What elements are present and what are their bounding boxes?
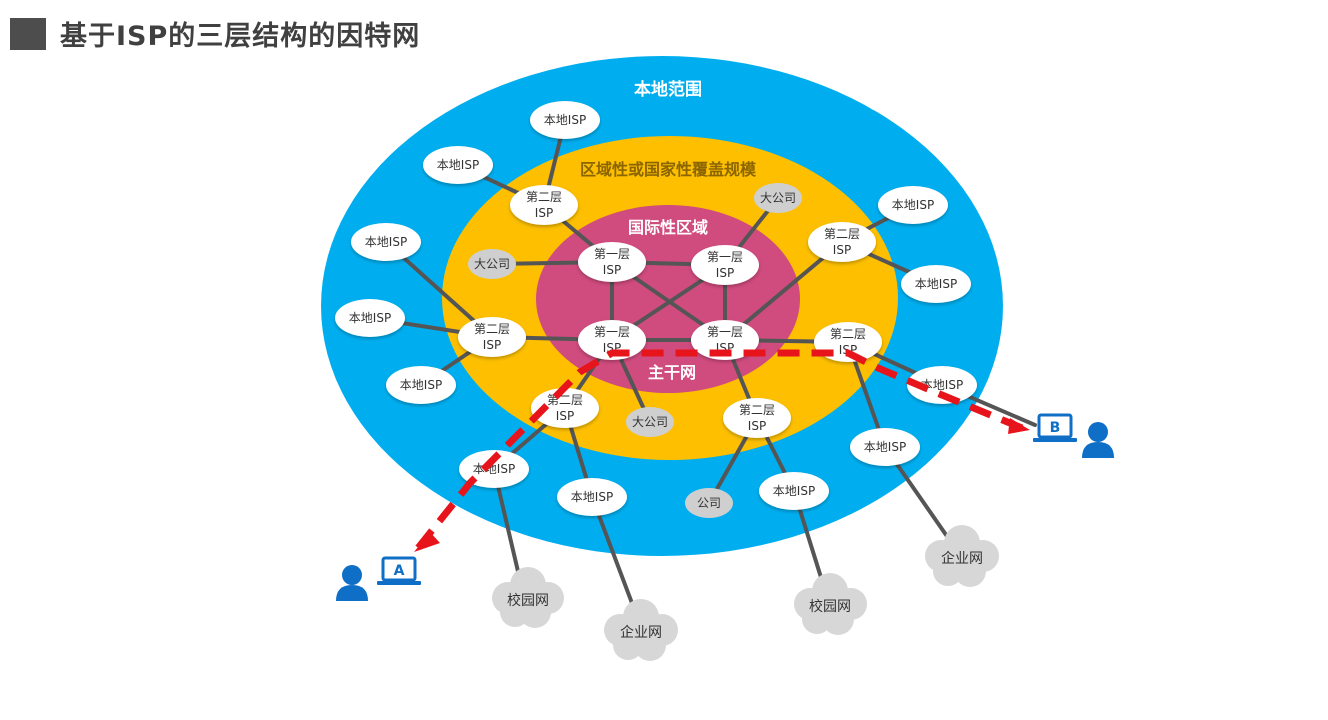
user-icon (1082, 422, 1114, 458)
local-isp-node: 本地ISP (423, 146, 493, 184)
svg-text:第二层: 第二层 (526, 190, 562, 204)
svg-text:本地ISP: 本地ISP (400, 378, 442, 392)
host-b-label: B (1050, 420, 1061, 436)
svg-text:第二层: 第二层 (830, 327, 866, 341)
local-isp-node: 本地ISP (530, 101, 600, 139)
local-isp-node: 本地ISP (850, 428, 920, 466)
svg-text:本地ISP: 本地ISP (773, 484, 815, 498)
host-a: A (336, 556, 421, 601)
campus-net-cloud-2: 校园网 (794, 573, 867, 635)
svg-text:第一层: 第一层 (707, 250, 743, 264)
svg-text:第一层: 第一层 (594, 325, 630, 339)
svg-text:ISP: ISP (833, 243, 851, 257)
enterprise-net-cloud-2: 企业网 (925, 525, 999, 587)
svg-text:ISP: ISP (556, 409, 574, 423)
local-isp-node: 本地ISP (901, 265, 971, 303)
local-isp-node: 本地ISP (386, 366, 456, 404)
svg-text:本地ISP: 本地ISP (864, 440, 906, 454)
campus-net-label: 校园网 (507, 592, 549, 609)
svg-text:第二层: 第二层 (474, 322, 510, 336)
title-block: 基于ISP的三层结构的因特网 (10, 14, 420, 53)
company-node: 公司 (685, 488, 733, 518)
svg-text:本地ISP: 本地ISP (473, 462, 515, 476)
svg-text:本地ISP: 本地ISP (921, 378, 963, 392)
campus-net-cloud-1: 校园网 (492, 567, 564, 628)
path-arrow-to-a (414, 532, 440, 552)
tier2-isp-node: 第二层 ISP (510, 185, 578, 225)
backbone-label: 主干网 (648, 363, 696, 382)
local-isp-node: 本地ISP (335, 299, 405, 337)
data-path (415, 349, 1024, 551)
local-zone-label: 本地范围 (634, 79, 702, 100)
svg-text:第二层: 第二层 (824, 227, 860, 241)
svg-text:本地ISP: 本地ISP (437, 158, 479, 172)
tier2-isp-node: 第二层 ISP (458, 317, 526, 357)
svg-text:本地ISP: 本地ISP (892, 198, 934, 212)
campus-net-label: 校园网 (809, 598, 851, 615)
title-marker (10, 17, 46, 50)
regional-zone-label: 区域性或国家性覆盖规模 (580, 160, 757, 179)
svg-text:第二层: 第二层 (547, 393, 583, 407)
svg-text:ISP: ISP (716, 266, 734, 280)
svg-text:第一层: 第一层 (594, 247, 630, 261)
svg-text:公司: 公司 (697, 496, 721, 510)
enterprise-net-cloud-1: 企业网 (604, 599, 678, 661)
big-company-node: 大公司 (754, 183, 802, 213)
svg-text:本地ISP: 本地ISP (365, 235, 407, 249)
local-isp-node: 本地ISP (907, 366, 977, 404)
big-company-node: 大公司 (468, 249, 516, 279)
international-zone-label: 国际性区域 (628, 218, 708, 237)
laptop-icon: B (1033, 413, 1077, 442)
tier1-isp-node: 第一层 ISP (691, 245, 759, 285)
svg-text:本地ISP: 本地ISP (915, 277, 957, 291)
host-a-label: A (394, 563, 405, 579)
user-icon (336, 565, 368, 601)
path-arrow-to-b (1008, 418, 1030, 434)
local-isp-node: 本地ISP (351, 223, 421, 261)
enterprise-net-label: 企业网 (941, 550, 983, 567)
local-isp-node: 本地ISP (878, 186, 948, 224)
svg-text:第一层: 第一层 (707, 325, 743, 339)
tier2-isp-node: 第二层 ISP (531, 388, 599, 428)
local-isp-node: 本地ISP (557, 478, 627, 516)
local-isp-node: 本地ISP (759, 472, 829, 510)
svg-text:ISP: ISP (748, 419, 766, 433)
local-isp-node: 本地ISP (459, 450, 529, 488)
svg-text:本地ISP: 本地ISP (571, 490, 613, 504)
enterprise-net-label: 企业网 (620, 624, 662, 641)
svg-text:本地ISP: 本地ISP (349, 311, 391, 325)
host-b: B (1033, 413, 1114, 458)
svg-text:大公司: 大公司 (474, 257, 510, 271)
tier2-isp-node: 第二层 ISP (808, 222, 876, 262)
svg-text:第二层: 第二层 (739, 403, 775, 417)
svg-text:ISP: ISP (535, 206, 553, 220)
tier1-isp-node: 第一层 ISP (578, 242, 646, 282)
svg-text:ISP: ISP (603, 263, 621, 277)
tier2-isp-node: 第二层 ISP (814, 322, 882, 362)
big-company-node: 大公司 (626, 407, 674, 437)
laptop-icon: A (377, 556, 421, 585)
svg-text:大公司: 大公司 (632, 415, 668, 429)
svg-text:本地ISP: 本地ISP (544, 113, 586, 127)
tier2-isp-node: 第二层 ISP (723, 398, 791, 438)
page-title: 基于ISP的三层结构的因特网 (60, 21, 421, 52)
svg-text:大公司: 大公司 (760, 191, 796, 205)
svg-text:ISP: ISP (483, 338, 501, 352)
